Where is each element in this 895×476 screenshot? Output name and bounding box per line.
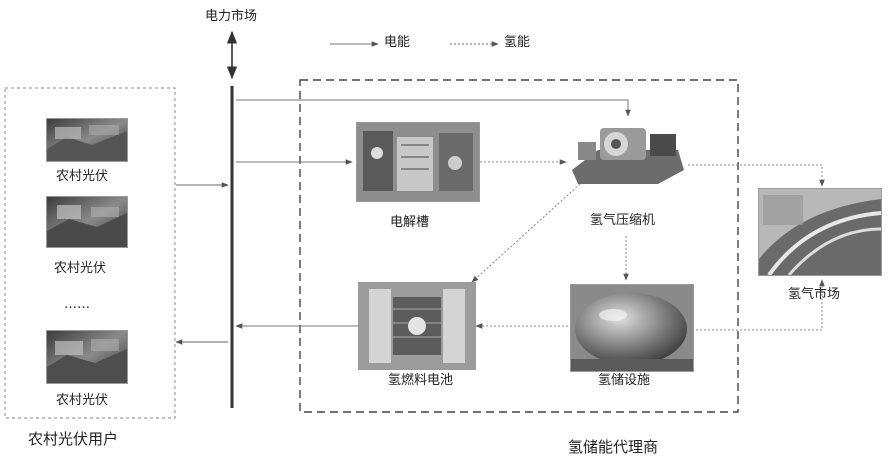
electrolyzer-label: 电解槽 [390, 216, 429, 229]
hydrogen-market-label: 氢气市场 [788, 288, 840, 301]
fuel-cell-image [358, 282, 476, 370]
bus-to-compressor-line [236, 100, 628, 116]
legend-electric-label: 电能 [384, 36, 410, 49]
pv-item-label-1: 农村光伏 [56, 170, 108, 183]
pv-item-label-3: 农村光伏 [56, 394, 108, 407]
compressor-to-market-line [688, 165, 822, 186]
storage-label: 氢储设施 [598, 374, 650, 387]
pv-item-label-2: 农村光伏 [54, 262, 106, 275]
hydrogen-agent-group-label: 氢储能代理商 [568, 440, 658, 455]
compressor-to-fuelcell-arrow [472, 184, 580, 282]
electrolyzer-image [356, 122, 480, 202]
power-market-label: 电力市场 [205, 10, 257, 23]
pv-panel-image-1 [46, 118, 128, 162]
pv-ellipsis: …… [64, 298, 90, 311]
hydrogen-market-image [758, 188, 882, 276]
fuel-cell-label: 氢燃料电池 [388, 374, 453, 387]
pv-panel-image-2 [46, 196, 128, 248]
compressor-label: 氢气压缩机 [590, 214, 655, 227]
pv-users-group-label: 农村光伏用户 [28, 432, 118, 447]
compressor-image [568, 120, 688, 186]
storage-image [570, 284, 694, 372]
pv-panel-image-3 [46, 330, 128, 384]
legend-hydrogen-label: 氢能 [504, 36, 530, 49]
